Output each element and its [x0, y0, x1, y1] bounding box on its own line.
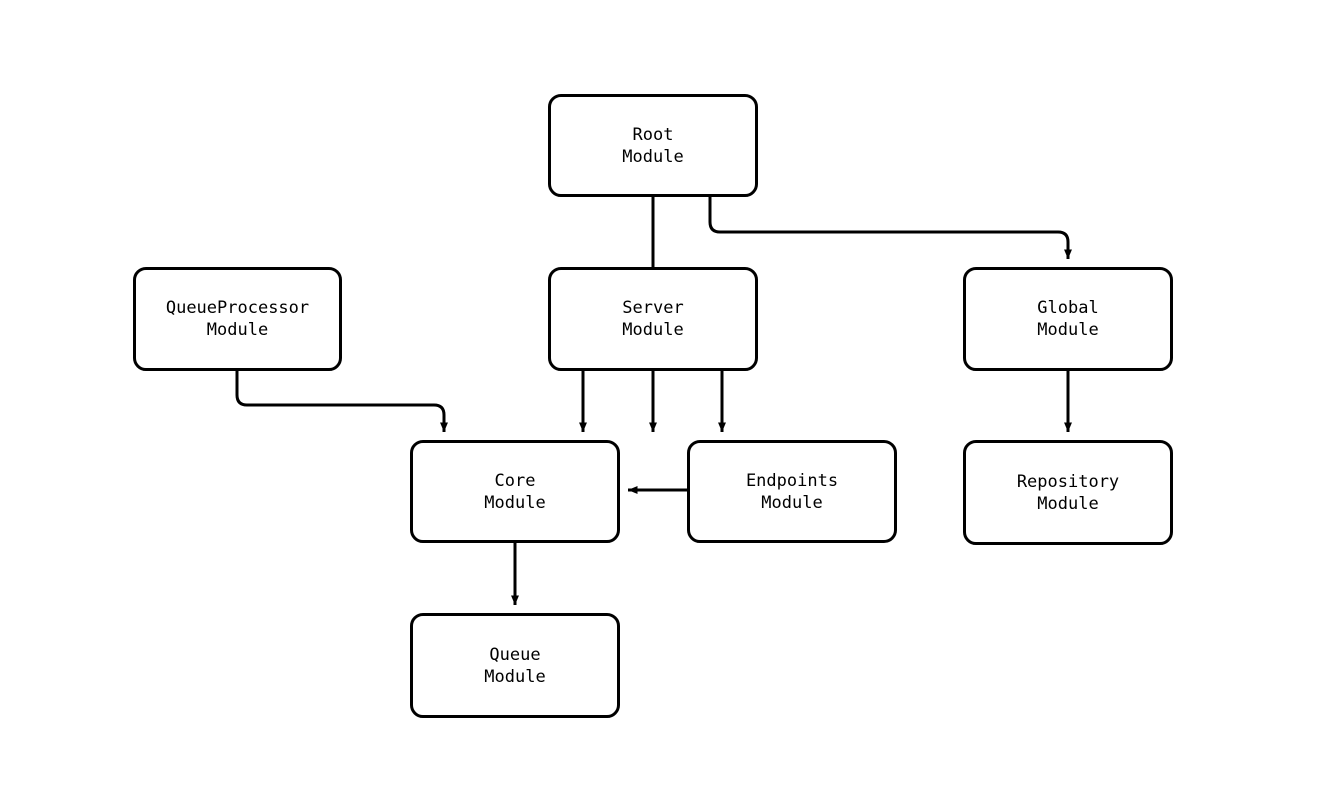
node-queueprocessor-module-line2: Module [206, 320, 269, 340]
node-root-module-line2: Module [622, 146, 684, 167]
node-queue-module[interactable]: Queue Module [410, 613, 620, 718]
node-server-module-line2: Module [622, 320, 684, 340]
node-repository-module[interactable]: Repository Module [963, 440, 1173, 545]
node-global-module[interactable]: Global Module [963, 267, 1173, 371]
node-endpoints-module-line2: Module [761, 492, 823, 513]
node-core-module-line2: Module [484, 492, 546, 513]
edge-queueprocessor-to-core [235, 371, 448, 432]
node-core-module[interactable]: Core Module [410, 440, 620, 543]
node-endpoints-module[interactable]: Endpoints Module [687, 440, 897, 543]
node-endpoints-module-line1: Endpoints [745, 470, 839, 491]
node-queue-module-line1: Queue [489, 644, 541, 665]
node-global-module-line1: Global [1037, 298, 1099, 318]
edge-root-to-global [708, 197, 1072, 259]
node-repository-module-line1: Repository [1016, 471, 1120, 492]
node-repository-module-line2: Module [1037, 493, 1099, 514]
node-queueprocessor-module-line1: QueueProcessor [165, 298, 310, 318]
node-root-module[interactable]: Root Module [548, 94, 758, 197]
node-core-module-line1: Core [494, 470, 536, 491]
node-server-module[interactable]: Server Module [548, 267, 758, 371]
node-root-module-line1: Root [632, 124, 674, 145]
node-global-module-line2: Module [1037, 320, 1099, 340]
node-queueprocessor-module[interactable]: QueueProcessor Module [133, 267, 342, 371]
node-server-module-line1: Server [622, 298, 684, 318]
node-queue-module-line2: Module [484, 666, 546, 687]
